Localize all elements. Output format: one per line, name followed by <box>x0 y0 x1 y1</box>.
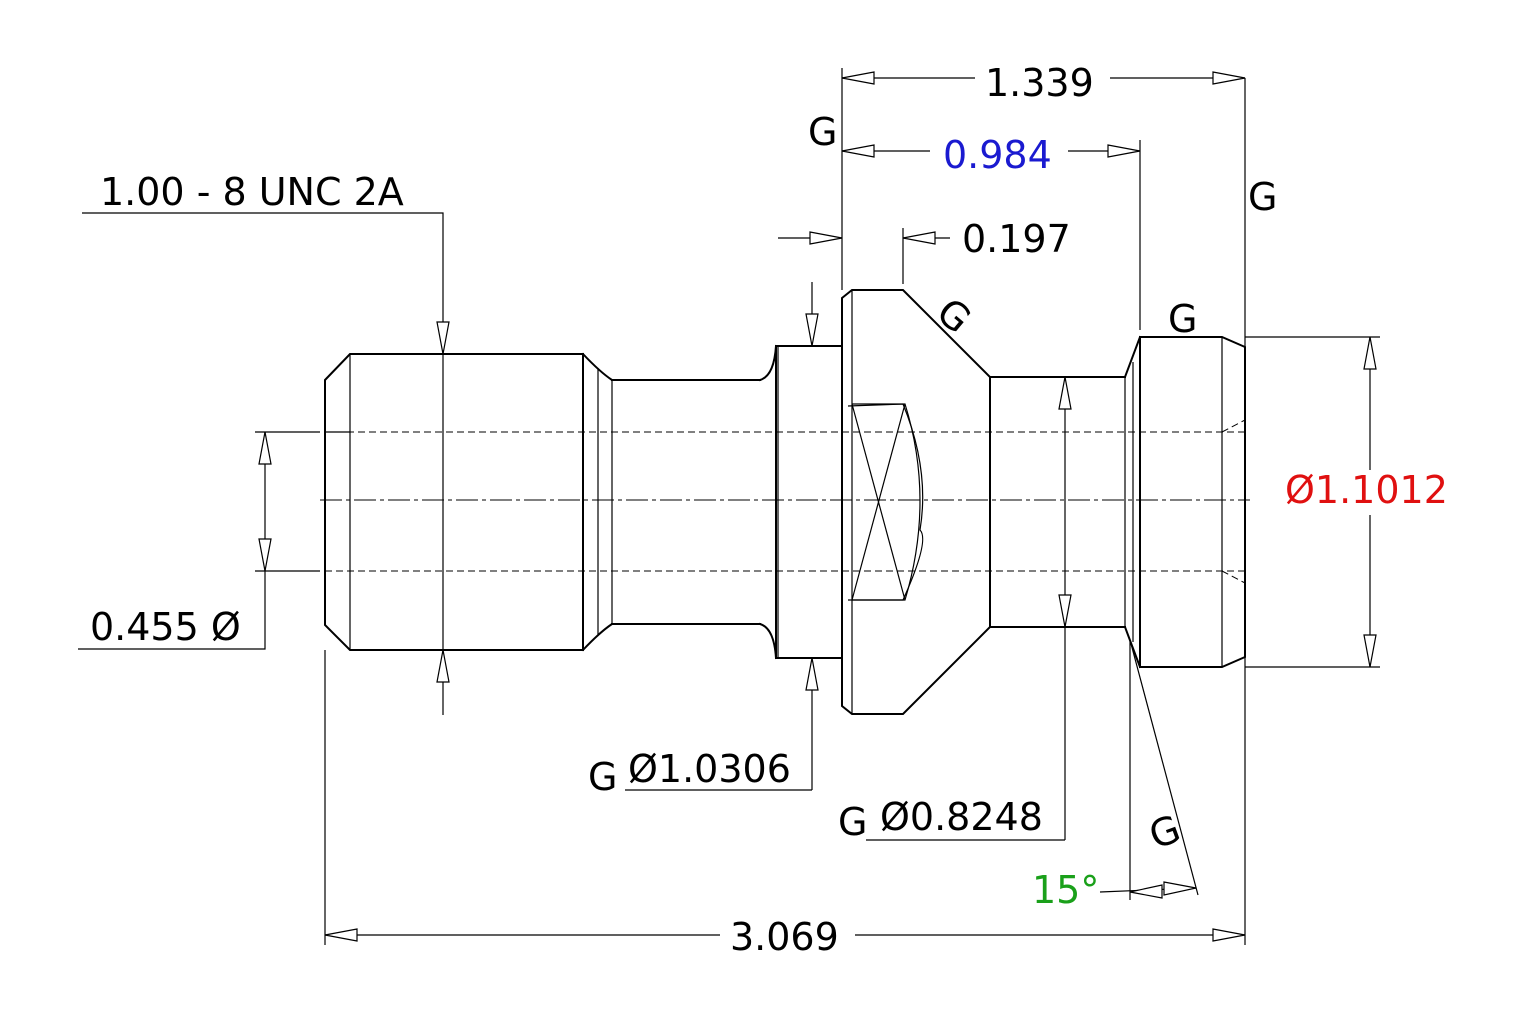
dia-08248-label: Ø0.8248 <box>880 795 1043 839</box>
grind-mark: G <box>808 110 837 154</box>
grind-mark: G <box>1248 175 1277 219</box>
head <box>1139 336 1246 668</box>
hex-flange <box>841 289 991 715</box>
length-0197-label: 0.197 <box>962 217 1071 261</box>
dia-10306-label: Ø1.0306 <box>628 747 791 791</box>
thread-body <box>324 353 584 651</box>
collar <box>775 345 843 659</box>
grind-mark: G <box>1168 297 1197 341</box>
angle-15-label: 15° <box>1032 868 1099 912</box>
length-0984-label: 0.984 <box>943 133 1052 177</box>
overall-length-label: 3.069 <box>730 915 839 959</box>
bore-diameter-label: 0.455 Ø <box>90 605 241 649</box>
grind-mark: G <box>928 289 979 342</box>
dimension-geometry <box>78 68 1380 945</box>
dia-11012-label: Ø1.1012 <box>1285 468 1448 512</box>
thread-spec-label: 1.00 - 8 UNC 2A <box>100 170 404 214</box>
grind-mark: G <box>1143 806 1186 857</box>
grind-mark: G <box>838 800 867 844</box>
part-outline <box>320 289 1250 715</box>
length-1339-label: 1.339 <box>985 61 1094 105</box>
grind-mark: G <box>588 755 617 799</box>
